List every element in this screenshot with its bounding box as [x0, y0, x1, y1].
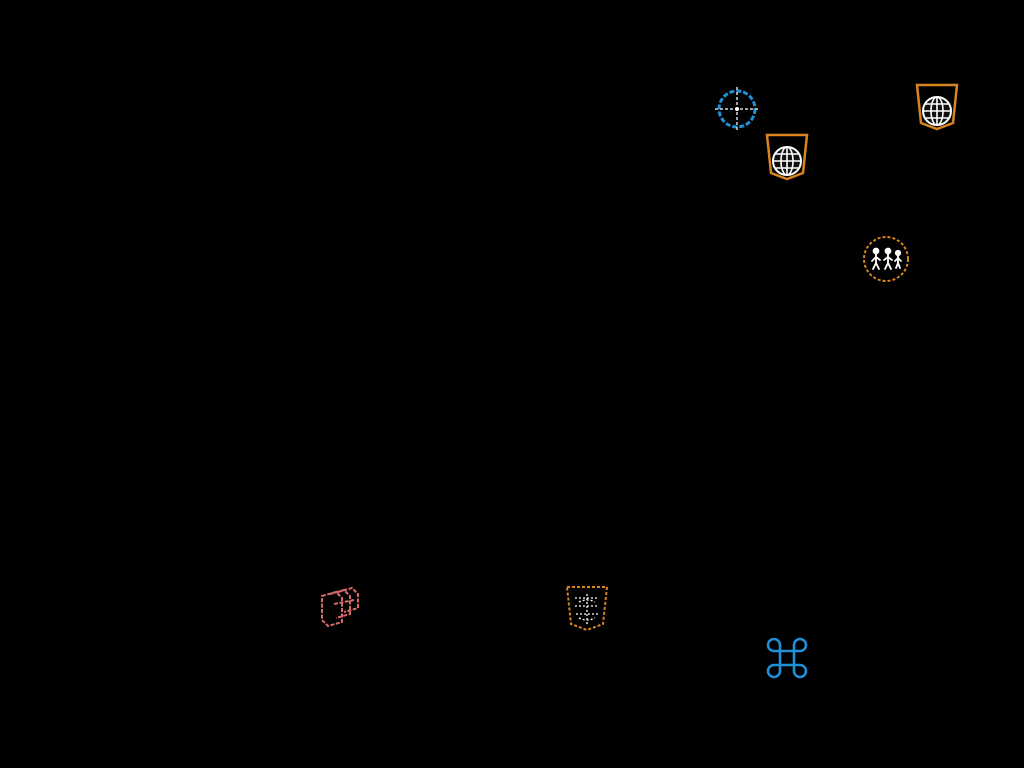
globe-shield-icon[interactable]	[763, 133, 811, 181]
layered-pages-icon[interactable]	[314, 584, 362, 632]
people-circle-icon[interactable]	[862, 235, 910, 283]
dotted-shield-icon[interactable]	[563, 584, 611, 632]
crosshair-icon[interactable]	[713, 85, 761, 133]
globe-shield-icon[interactable]	[913, 83, 961, 131]
command-key-icon[interactable]	[763, 634, 811, 682]
